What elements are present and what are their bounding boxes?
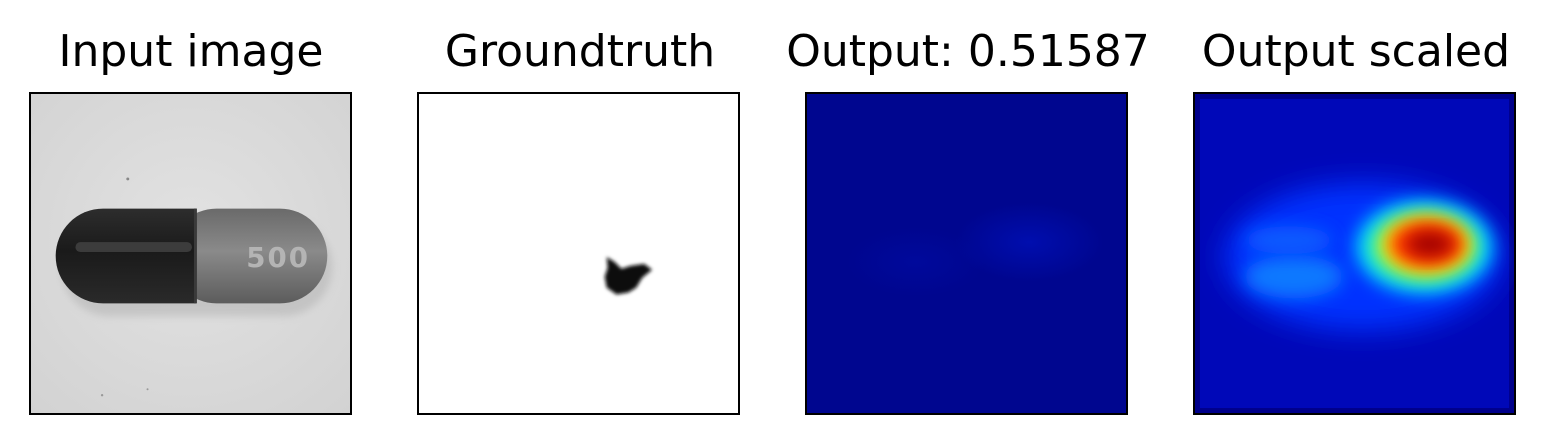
title-output-scaled: Output scaled xyxy=(1201,26,1511,77)
output-scaled-panel xyxy=(1193,92,1516,415)
capsule-cap xyxy=(55,208,196,304)
capsule-imprint: 500 xyxy=(246,241,310,274)
title-output: Output: 0.51587 xyxy=(786,26,1150,77)
input-capsule-image: 500 xyxy=(31,94,350,413)
output-panel xyxy=(805,92,1128,415)
title-input-image: Input image xyxy=(58,26,324,77)
output-heatmap xyxy=(807,94,1126,413)
groundtruth-mask xyxy=(419,94,738,413)
groundtruth-panel xyxy=(417,92,740,415)
input-image-panel: 500 xyxy=(29,92,352,415)
output-scaled-heatmap xyxy=(1195,94,1514,413)
capsule-body xyxy=(169,208,328,304)
title-groundtruth: Groundtruth xyxy=(444,26,716,77)
defect-region xyxy=(604,256,653,295)
